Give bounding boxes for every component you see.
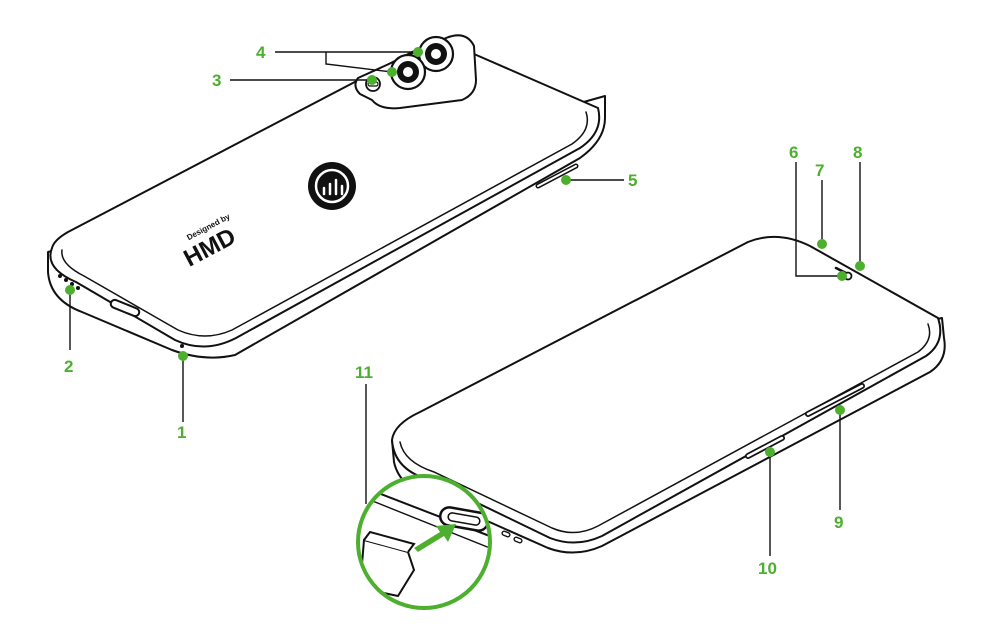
brand-logo-icon: [308, 162, 356, 210]
callout-6: 6: [789, 143, 798, 162]
phone-front-view: [391, 235, 946, 554]
callout-7: 7: [815, 161, 824, 180]
front-phone-bezel: [399, 323, 931, 534]
callout-2: 2: [64, 357, 73, 376]
usb-zoom-inset: [356, 474, 492, 610]
back-usb-port: [109, 298, 141, 318]
leader-lines: [69, 51, 861, 556]
back-mic-hole: [180, 344, 184, 348]
lens-bottom: [389, 53, 427, 91]
callout-9: 9: [834, 513, 843, 532]
callout-5: 5: [628, 171, 637, 190]
lens-top: [417, 35, 455, 73]
insert-arrow-icon: [414, 524, 456, 552]
back-phone-inner-edge: [61, 111, 589, 337]
front-speaker-grille: [501, 530, 523, 544]
callout-4: 4: [256, 43, 266, 62]
callout-3: 3: [212, 71, 221, 90]
callout-dots: [65, 47, 865, 457]
phone-back-view: Designed by HMD: [47, 34, 606, 359]
callout-1: 1: [177, 423, 186, 442]
callout-8: 8: [853, 143, 862, 162]
callout-10: 10: [758, 559, 777, 578]
callout-11: 11: [355, 363, 373, 382]
bottom-speaker-grille: [58, 274, 80, 290]
